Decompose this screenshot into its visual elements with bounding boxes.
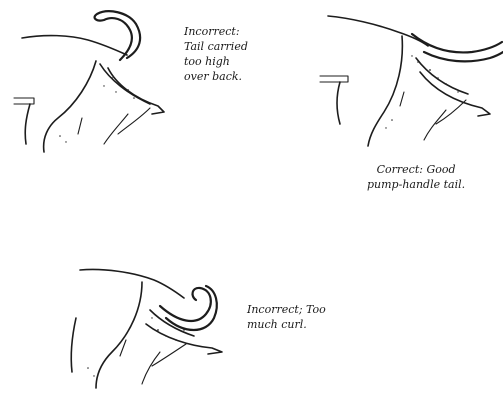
caption-line: Tail carried — [184, 39, 248, 54]
back-line — [80, 269, 184, 298]
leg-line — [71, 318, 76, 372]
caption-line: too high — [184, 54, 248, 69]
stifle-fold — [142, 352, 160, 384]
caption-line: much curl. — [247, 317, 326, 332]
caption-too-much-curl: Incorrect; Too much curl. — [247, 302, 326, 332]
caption-line: Correct: Good — [367, 162, 465, 177]
tail-curve — [160, 288, 211, 321]
caption-tail-too-high: Incorrect: Tail carried too high over ba… — [184, 24, 248, 84]
caption-line: over back. — [184, 69, 248, 84]
caption-line: Incorrect; Too — [247, 302, 326, 317]
caption-line: pump-handle tail. — [367, 177, 465, 192]
caption-line: Incorrect: — [184, 24, 248, 39]
caption-pump-handle-tail: Correct: Good pump-handle tail. — [367, 162, 465, 192]
rump-outline — [96, 282, 142, 388]
